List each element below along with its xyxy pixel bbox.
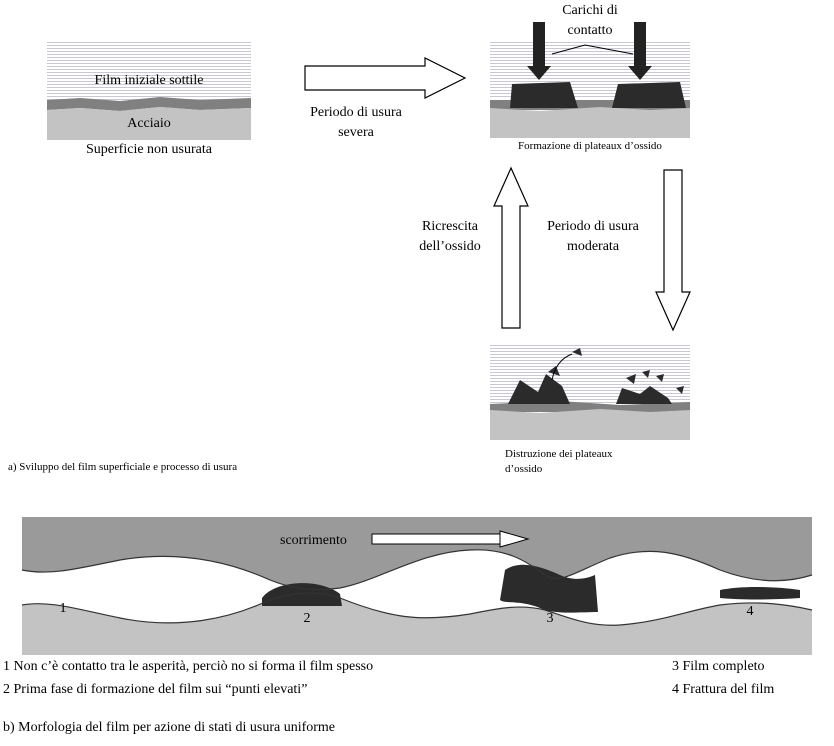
sliding-label: scorrimento: [280, 533, 347, 548]
load-leader-line: [551, 44, 634, 55]
debris-6: [676, 386, 684, 394]
arrow-oxide-regrowth: Ricrescita dell’ossido: [419, 166, 529, 329]
oxide-plateau-2: [612, 82, 686, 108]
arrow-severe-wear: Periodo di usura severa: [304, 57, 467, 140]
regrowth-line2: dell’ossido: [419, 239, 480, 254]
panel3-caption-line1: Distruzione dei plateaux: [505, 448, 613, 460]
steel-substrate: [490, 409, 690, 440]
debris-trajectory: [551, 353, 573, 381]
debris-3: [626, 374, 636, 384]
legend-item-1: 1 Non c’è contatto tra le asperità, perc…: [3, 659, 373, 674]
thin-film-layer: [47, 97, 251, 111]
part-a-caption: a) Sviluppo del film superficiale e proc…: [8, 461, 237, 473]
debris-5: [656, 374, 664, 382]
severe-wear-line1: Periodo di usura: [310, 105, 403, 120]
film-morphology-strip: scorrimento 1 2 3 4: [21, 517, 813, 655]
film-label: Film iniziale sottile: [95, 73, 204, 88]
panel3-caption-line2: d’ossido: [505, 463, 543, 475]
regrowth-line1: Ricrescita: [422, 219, 479, 234]
loads-label-line1: Carichi di: [562, 3, 618, 18]
sliding-arrow-shaft: [371, 533, 503, 545]
fracture-debris: [775, 590, 796, 598]
marker-2: 2: [304, 611, 311, 626]
debris-2: [572, 348, 582, 356]
debris-1: [548, 366, 560, 376]
legend-item-4: 4 Frattura del film: [672, 682, 774, 697]
loads-label-line2: contatto: [567, 23, 612, 38]
panel-unworn-surface: Film iniziale sottile Acciaio Superficie…: [47, 42, 251, 157]
panel-plateaux-destruction: Distruzione dei plateaux d’ossido: [490, 345, 690, 475]
oxide-film-2: [262, 583, 342, 606]
oxide-film-4: [720, 587, 800, 600]
load-arrow-2: [628, 22, 652, 80]
debris-4: [642, 370, 650, 378]
broken-plateau-2: [616, 386, 672, 404]
moderate-wear-line1: Periodo di usura: [547, 219, 640, 234]
air-background: [47, 42, 251, 100]
arrow-moderate-wear: Periodo di usura moderata: [547, 169, 691, 332]
steel-label: Acciaio: [127, 116, 171, 131]
upper-surface: [22, 517, 812, 590]
panel1-caption: Superficie non usurata: [86, 142, 213, 157]
marker-4: 4: [747, 604, 754, 619]
severe-wear-line2: severa: [338, 125, 375, 140]
marker-1: 1: [60, 601, 67, 616]
panel2-caption: Formazione di plateaux d’ossido: [518, 140, 662, 152]
moderate-wear-line2: moderata: [567, 239, 620, 254]
legend-item-3: 3 Film completo: [672, 659, 765, 674]
legend-item-2: 2 Prima fase di formazione del film sui …: [3, 682, 307, 697]
steel-substrate: [490, 107, 690, 138]
oxide-film-3: [500, 564, 598, 613]
lower-outline: [21, 592, 813, 626]
steel-substrate: [47, 107, 251, 140]
load-arrow-1: [527, 22, 551, 80]
oxide-plateau-1: [510, 82, 578, 108]
part-b-caption: b) Morfologia del film per azione di sta…: [3, 720, 335, 735]
sliding-arrow-head: [499, 530, 530, 548]
gap-region: [22, 549, 812, 626]
broken-plateau-1: [508, 374, 570, 404]
panel-plateaux-formation: Carichi di contatto Formazione di platea…: [490, 3, 690, 152]
marker-3: 3: [547, 611, 554, 626]
upper-outline: [21, 549, 813, 591]
